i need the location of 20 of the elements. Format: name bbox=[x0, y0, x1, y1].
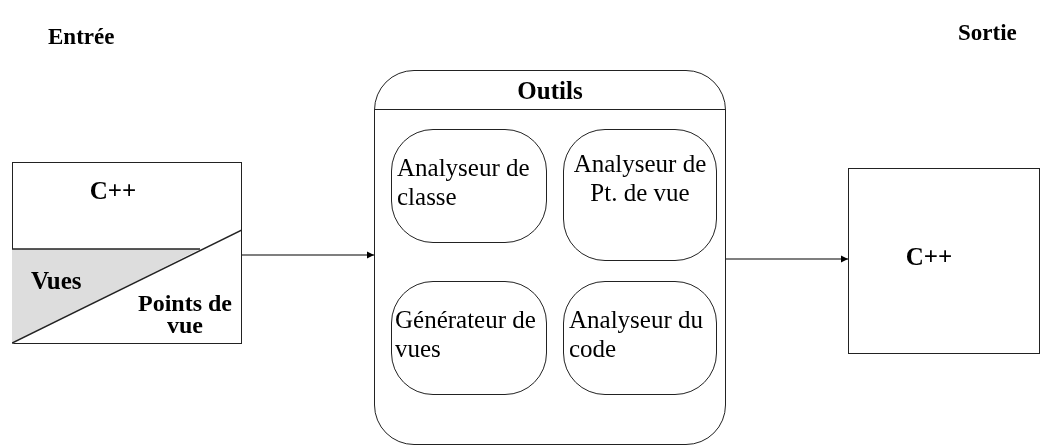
tool-box bbox=[563, 129, 717, 261]
node-label: C++ bbox=[904, 243, 954, 272]
tools-container bbox=[374, 70, 726, 445]
node-label: C++ bbox=[88, 177, 138, 206]
node-label: Générateur de vues bbox=[395, 306, 537, 364]
node-label: Analyseur de Pt. de vue bbox=[572, 150, 708, 208]
arrow bbox=[725, 255, 849, 263]
input-box bbox=[12, 162, 242, 344]
region-label: Vues bbox=[31, 267, 83, 296]
output-box bbox=[848, 168, 1040, 354]
arrow bbox=[241, 251, 375, 259]
tool-box bbox=[391, 281, 547, 395]
tool-box bbox=[563, 281, 717, 395]
node-label: Analyseur de classe bbox=[397, 154, 531, 212]
column-heading: Entrée bbox=[48, 24, 115, 50]
region-label: Points de vue bbox=[137, 293, 233, 337]
column-heading: Sortie bbox=[958, 20, 1017, 46]
node-label: Analyseur du code bbox=[569, 306, 704, 364]
tool-box bbox=[391, 129, 547, 243]
container-title: Outils bbox=[516, 77, 584, 106]
